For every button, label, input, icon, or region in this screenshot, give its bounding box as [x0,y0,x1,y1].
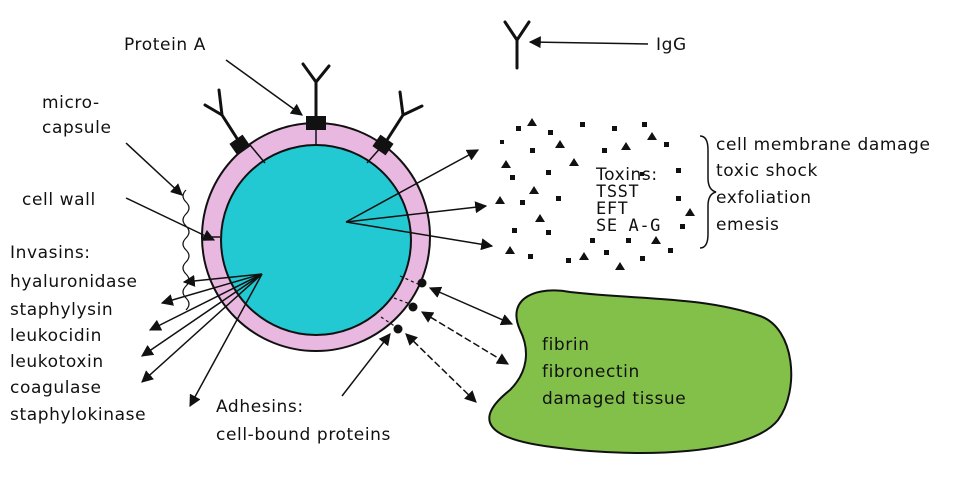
tissue-item: damaged tissue [542,389,686,409]
invasin-item: leukocidin [10,326,102,346]
invasin-item: coagulase [10,378,102,398]
invasin-item: staphylysin [10,300,113,320]
tissue-group: fibrin fibronectin damaged tissue [489,290,791,453]
toxin-effect-item: toxic shock [716,161,818,181]
tissue-item: fibrin [542,335,590,355]
toxin-item: SE A-G [596,216,661,236]
toxin-particles [495,118,695,270]
invasins-title: Invasins: [10,243,91,263]
toxin-effect-item: emesis [716,215,780,235]
toxin-effects-brace [700,136,716,248]
tissue-item: fibronectin [542,362,640,382]
antibody-icon [387,92,422,140]
adhesin-dot [394,325,403,334]
igg-antibody-icon [505,22,529,68]
adhesin-dot [409,303,418,312]
adhesin-dot [418,279,427,288]
adhesins-subtitle: cell-bound proteins [216,425,391,445]
bacterial-cell [202,123,430,351]
cell-wall-label: cell wall [22,190,96,210]
adhesins-title: Adhesins: [216,397,304,417]
igg-label: IgG [656,35,687,55]
micro-capsule-label-1: micro- [42,93,100,113]
cytoplasm [221,145,411,335]
igg-group: IgG [505,22,687,68]
invasin-item: hyaluronidase [10,272,138,292]
micro-capsule-squiggle [183,190,189,310]
tissue-blob [489,290,791,453]
invasin-item: leukotoxin [10,352,104,372]
toxins-group: Toxins: TSST EFT SE A-G cell membrane da… [346,135,931,248]
antibody-icon [205,90,238,140]
micro-capsule-label-2: capsule [42,118,112,138]
invasin-item: staphylokinase [10,405,146,425]
protein-a-block-top [306,116,326,130]
protein-a-label: Protein A [124,35,206,55]
toxin-effect-item: cell membrane damage [716,135,931,155]
antibody-icon [303,64,329,116]
toxin-effect-item: exfoliation [716,188,812,208]
